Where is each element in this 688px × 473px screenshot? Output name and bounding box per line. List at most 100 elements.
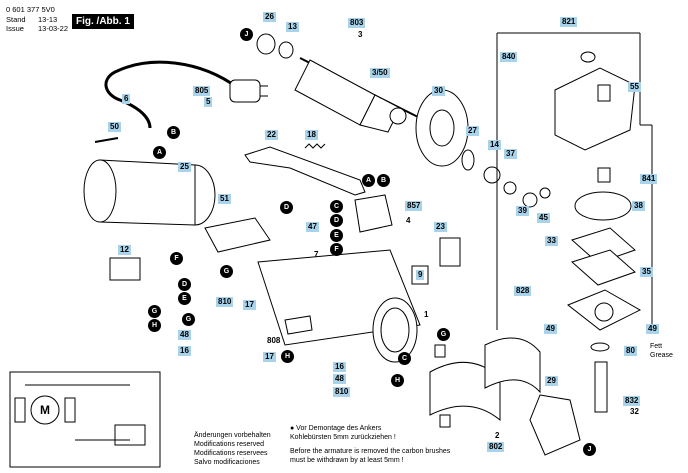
part-label-27: 27 xyxy=(466,126,479,136)
armature xyxy=(294,57,421,133)
connector-marker-g-cap: G xyxy=(148,305,161,318)
connector-marker-g-box: G xyxy=(220,265,233,278)
wiring-diagram xyxy=(9,371,161,468)
connector-marker-g-brush: G xyxy=(182,313,195,326)
warning-line-1: ● Vor Demontage des Ankers xyxy=(290,425,382,432)
connector-marker-f-left: F xyxy=(170,252,183,265)
connector-marker-d-cap: D xyxy=(178,278,191,291)
connector-marker-g-coil: G xyxy=(437,328,450,341)
issue-label: Issue xyxy=(6,24,24,33)
connector-marker-b-switch: B xyxy=(377,174,390,187)
part-label-857: 857 xyxy=(405,201,423,211)
part-label-3-50: 3/50 xyxy=(370,68,390,78)
note-line-es: Salvo modificaciones xyxy=(194,459,260,466)
connector-marker-c-switch: C xyxy=(330,200,343,213)
part-label-49-left: 49 xyxy=(544,324,557,334)
connector-marker-j-top: J xyxy=(240,28,253,41)
warning-line-3: Before the armature is removed the carbo… xyxy=(290,448,451,455)
part-label-6: 6 xyxy=(122,94,131,104)
connector-marker-e-cap: E xyxy=(178,292,191,305)
motor-shell xyxy=(83,159,216,226)
part-label-802: 802 xyxy=(487,442,505,452)
connector-marker-e-switch: E xyxy=(330,229,343,242)
connector-marker-h-coil: H xyxy=(391,374,404,387)
part-label-832: 832 xyxy=(623,396,641,406)
part-label-17-bottom: 17 xyxy=(263,352,276,362)
part-label-55: 55 xyxy=(628,82,641,92)
part-label-47: 47 xyxy=(306,222,319,232)
connector-marker-a-switch: A xyxy=(362,174,375,187)
connector-marker-h-cap: H xyxy=(148,319,161,332)
grease-note-en: Grease xyxy=(650,352,673,359)
stand-value: 13-13 xyxy=(38,15,58,24)
connector-marker-d-switch: D xyxy=(330,214,343,227)
part-label-14: 14 xyxy=(488,140,501,150)
connector-marker-d-box: D xyxy=(280,201,293,214)
part-label-840: 840 xyxy=(500,52,518,62)
part-label-17-top: 17 xyxy=(243,300,256,310)
part-label-51: 51 xyxy=(218,194,231,204)
part-label-821: 821 xyxy=(560,17,578,27)
connector-marker-a-cable: A xyxy=(153,146,166,159)
part-label-828: 828 xyxy=(514,286,532,296)
part-label-841: 841 xyxy=(640,174,658,184)
part-label-7: 7 xyxy=(314,250,319,259)
part-label-50: 50 xyxy=(108,122,121,132)
part-label-26: 26 xyxy=(263,12,276,22)
modifications-note: Änderungen vorbehalten Modifications res… xyxy=(194,431,271,467)
connector-marker-f-switch: F xyxy=(330,243,343,256)
part-label-39: 39 xyxy=(516,206,529,216)
part-label-25: 25 xyxy=(178,162,191,172)
part-label-23: 23 xyxy=(434,222,447,232)
part-label-22: 22 xyxy=(265,130,278,140)
part-label-33: 33 xyxy=(545,236,558,246)
part-label-48-bottom: 48 xyxy=(333,374,346,384)
part-label-45: 45 xyxy=(537,213,550,223)
connector-marker-b-cable: B xyxy=(167,126,180,139)
issue-value: 13-03-22 xyxy=(38,24,69,33)
part-label-810-top: 810 xyxy=(216,297,234,307)
part-label-49-right: 49 xyxy=(646,324,659,334)
part-label-4: 4 xyxy=(406,216,411,225)
note-line-en: Modifications reserved xyxy=(194,441,265,448)
connector-marker-c-coil: C xyxy=(398,352,411,365)
part-label-9: 9 xyxy=(416,270,425,280)
part-label-1: 1 xyxy=(424,310,429,319)
plug xyxy=(229,79,268,103)
part-label-12: 12 xyxy=(118,245,131,255)
part-label-48-top: 48 xyxy=(178,330,191,340)
stand-label: Stand xyxy=(6,15,26,24)
part-label-810-bottom: 810 xyxy=(333,387,351,397)
connector-marker-h-brush: H xyxy=(281,350,294,363)
connector-marker-j-guard: J xyxy=(583,443,596,456)
gear-head xyxy=(496,32,653,413)
part-label-805: 805 xyxy=(193,86,211,96)
note-line-de: Änderungen vorbehalten xyxy=(194,432,271,439)
part-label-5: 5 xyxy=(204,97,213,107)
part-label-16-bottom: 16 xyxy=(333,362,346,372)
warning-line-4: must be withdrawn by at least 5mm ! xyxy=(290,457,404,464)
part-label-3: 3 xyxy=(358,30,363,39)
warning-line-2: Kohlebürsten 5mm zurückziehen ! xyxy=(290,434,396,441)
field-coils xyxy=(429,337,541,422)
grease-note-de: Fett xyxy=(650,343,663,350)
doc-number: 0 601 377 5V0 xyxy=(6,5,55,14)
part-label-37: 37 xyxy=(504,149,517,159)
figure-title: Fig. /Abb. 1 xyxy=(72,14,134,29)
part-label-18: 18 xyxy=(305,130,318,140)
part-label-38: 38 xyxy=(632,201,645,211)
part-label-32: 32 xyxy=(630,407,639,416)
part-label-16-top: 16 xyxy=(178,346,191,356)
part-label-80: 80 xyxy=(624,346,637,356)
part-label-30: 30 xyxy=(432,86,445,96)
power-cable xyxy=(104,60,239,129)
part-label-35: 35 xyxy=(640,267,653,277)
part-label-2: 2 xyxy=(495,431,500,440)
part-label-29: 29 xyxy=(545,376,558,386)
part-label-13: 13 xyxy=(286,22,299,32)
note-line-fr: Modifications reservees xyxy=(194,450,268,457)
part-label-803: 803 xyxy=(348,18,366,28)
part-label-808: 808 xyxy=(267,336,281,345)
